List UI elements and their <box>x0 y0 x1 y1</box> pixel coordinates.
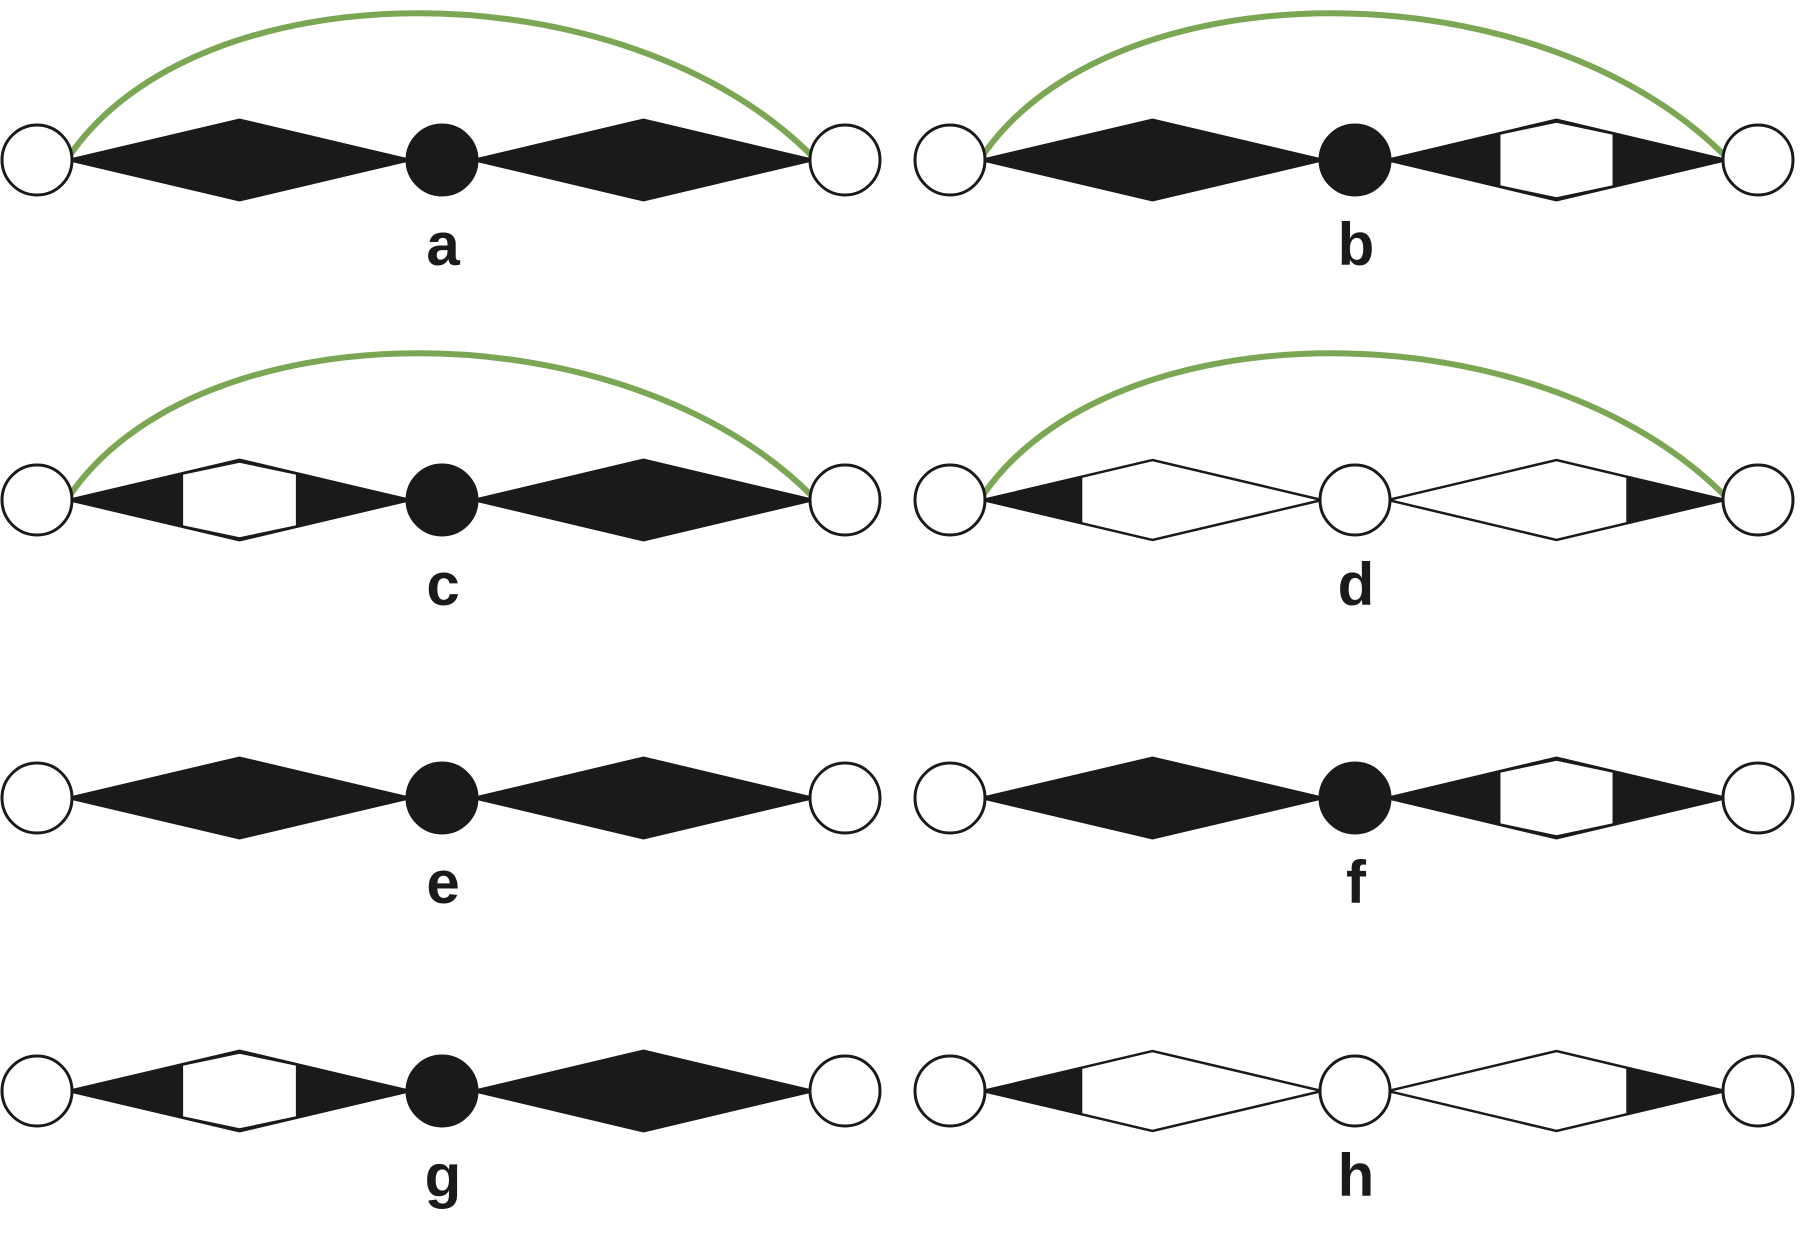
center-node-filled <box>405 761 479 835</box>
panel-c: c <box>0 350 882 618</box>
right-node <box>808 761 882 835</box>
left-node <box>0 761 74 835</box>
right-node <box>808 463 882 537</box>
left-outer-link-tip <box>982 1066 1083 1116</box>
center-node-filled <box>405 1054 479 1128</box>
right-double-link-inset <box>1497 758 1616 838</box>
right-node <box>808 1054 882 1128</box>
panel-h: h <box>913 1049 1795 1209</box>
left-node <box>913 123 987 197</box>
panel-f: f <box>913 756 1795 916</box>
right-node <box>1721 123 1795 197</box>
panel-label: g <box>425 1142 462 1209</box>
right-node <box>1721 1054 1795 1128</box>
right-outer-link-tip <box>1626 475 1726 525</box>
right-solid-link <box>474 118 813 202</box>
panel-d: d <box>913 350 1795 618</box>
panel-label: a <box>426 211 460 278</box>
left-node <box>913 1054 987 1128</box>
right-solid-link <box>474 458 813 542</box>
right-node <box>1721 463 1795 537</box>
right-solid-link <box>474 1049 813 1133</box>
left-double-link-inset <box>180 460 299 540</box>
green-arc <box>978 10 1730 161</box>
panel-g: g <box>0 1049 882 1209</box>
panel-label: b <box>1338 211 1375 278</box>
center-node-filled <box>1318 761 1392 835</box>
right-solid-link <box>474 756 813 840</box>
center-node-filled <box>405 123 479 197</box>
right-node <box>1721 761 1795 835</box>
left-node <box>0 463 74 537</box>
panel-label: c <box>426 551 459 618</box>
left-node <box>913 463 987 537</box>
center-node-filled <box>405 463 479 537</box>
panel-label: f <box>1346 849 1367 916</box>
left-node <box>0 1054 74 1128</box>
green-arc <box>65 10 817 161</box>
left-solid-link <box>982 118 1323 202</box>
panel-label: h <box>1338 1142 1375 1209</box>
green-arc <box>978 350 1730 501</box>
left-outer-link-tip <box>982 475 1083 525</box>
center-node-open <box>1318 463 1392 537</box>
left-double-link-inset <box>180 1051 299 1131</box>
left-solid-link <box>69 756 410 840</box>
left-solid-link <box>982 756 1323 840</box>
left-node <box>0 123 74 197</box>
center-node-open <box>1318 1054 1392 1128</box>
panel-a: a <box>0 10 882 278</box>
right-double-link-inset <box>1497 120 1616 200</box>
right-outer-link-tip <box>1626 1066 1726 1116</box>
left-solid-link <box>69 118 410 202</box>
green-arc <box>65 350 817 501</box>
panel-e: e <box>0 756 882 916</box>
panel-b: b <box>913 10 1795 278</box>
right-node <box>808 123 882 197</box>
panel-label: e <box>426 849 459 916</box>
left-node <box>913 761 987 835</box>
center-node-filled <box>1318 123 1392 197</box>
panel-label: d <box>1338 551 1375 618</box>
